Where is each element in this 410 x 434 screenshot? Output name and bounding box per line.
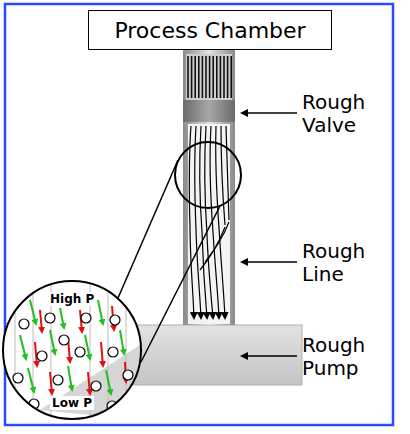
- pressure-label: Low P: [50, 396, 94, 410]
- flow-lines: [189, 126, 229, 318]
- rough-valve: [183, 100, 235, 122]
- line-interior: [188, 124, 230, 324]
- pressure-label: High P: [48, 292, 96, 306]
- rough-line: [183, 50, 235, 325]
- outlet-stripes: [188, 56, 231, 98]
- leader-arrow: [242, 355, 297, 357]
- zoom-contents: [0, 280, 144, 420]
- part-label: Rough Valve: [302, 91, 386, 137]
- part-label: Rough Line: [302, 240, 386, 286]
- circle-outline: [3, 281, 141, 419]
- leader-arrow: [242, 112, 297, 114]
- chamber-title: Process Chamber: [104, 18, 315, 43]
- leader-arrow: [242, 261, 297, 263]
- part-label: Rough Pump: [302, 334, 386, 380]
- zoom-leader: [118, 160, 178, 298]
- zoom-source-circle: [175, 142, 241, 208]
- zoom-leader: [141, 206, 220, 362]
- zoom-circle: High P Low P: [2, 280, 142, 420]
- title-box: Process Chamber: [88, 10, 332, 50]
- chamber-outlet: [186, 54, 232, 100]
